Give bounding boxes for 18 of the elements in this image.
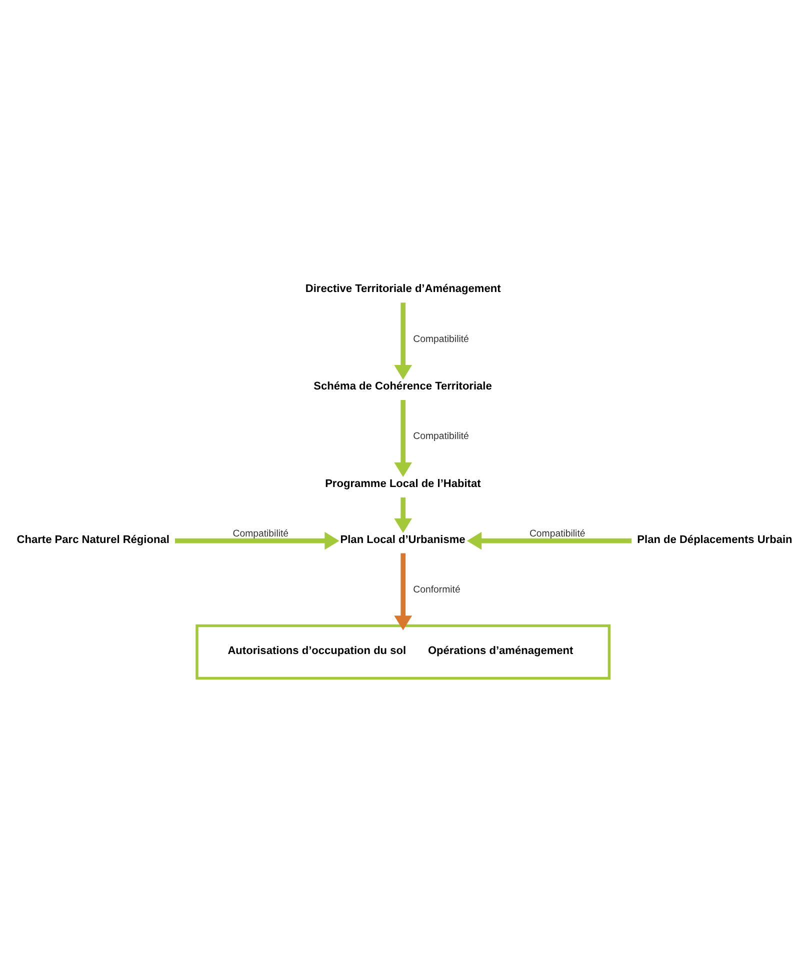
node-text: Directive Territoriale d’Aménagement — [305, 283, 501, 296]
arrow — [394, 497, 412, 533]
arrow — [466, 532, 632, 550]
edge-label: Compatibilité — [232, 528, 289, 540]
arrow — [394, 553, 412, 630]
arrow — [174, 532, 340, 550]
arrow — [394, 400, 412, 477]
node-text: Plan de Déplacements Urbain — [637, 534, 792, 546]
node-text: Programme Local de l’Habitat — [325, 478, 481, 490]
node-text: Plan Local d’Urbanisme — [340, 534, 466, 546]
node-text: Schéma de Cohérence Territoriale — [314, 380, 492, 392]
arrow — [394, 302, 412, 380]
node-box: Autorisations d’occupation du sol Opérations d’aménagement — [196, 624, 611, 680]
edge-label: Compatibilité — [413, 334, 469, 345]
edge-label: Compatibilité — [529, 528, 586, 540]
edge-label: Compatibilité — [413, 431, 469, 442]
edge-label: Conformité — [413, 584, 460, 596]
node-text: Charte Parc Naturel Régional — [16, 534, 170, 546]
